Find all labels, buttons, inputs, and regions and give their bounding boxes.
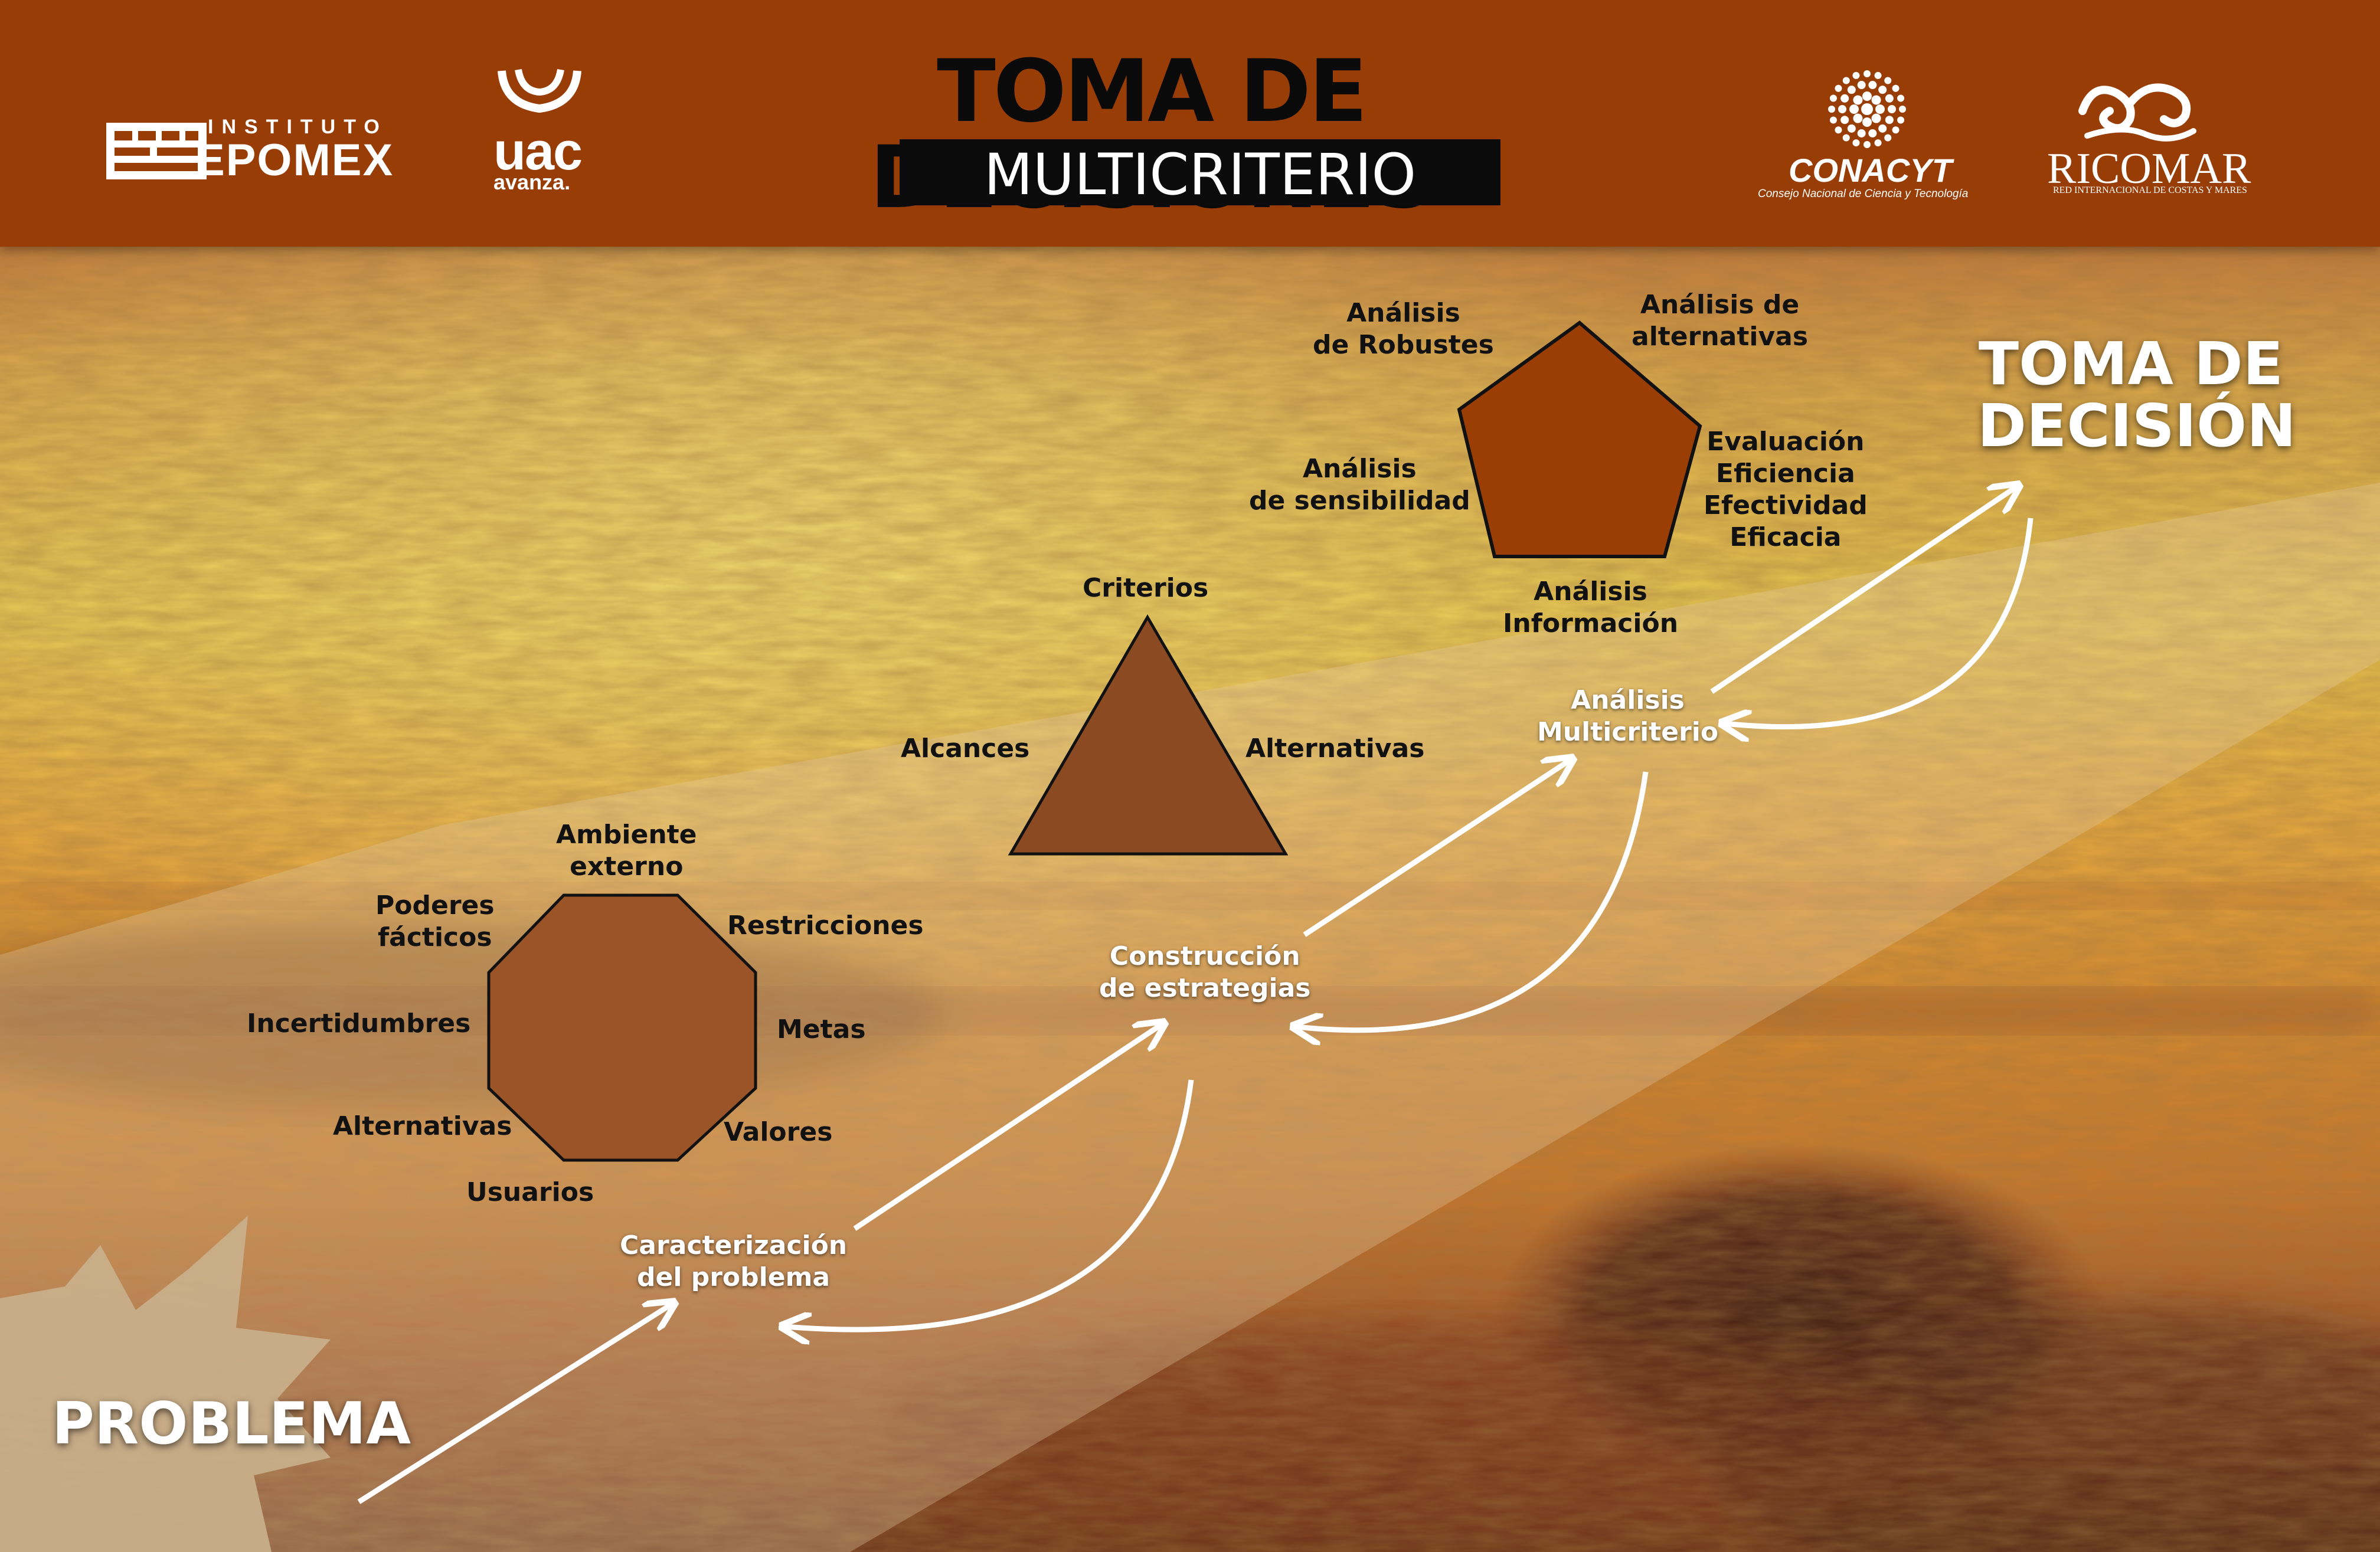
octagon-label-usuarios: Usuarios [466,1177,594,1207]
ricomar-wave-icon [2078,83,2196,142]
octagon-label-restricciones: Restricciones [727,911,924,941]
feedback-end-to-step3 [1725,518,2034,727]
epomex-main-text: EPOMEX [195,135,394,185]
conacyt-main-text: CONACYT [1789,152,1952,189]
triangle-shape [1008,614,1289,856]
triangle-label-alternativas: Alternativas [1245,734,1425,764]
uac-wave-icon [498,68,581,113]
octagon-label-alternativas: Alternativas [333,1111,512,1141]
octagon-label-metas: Metas [777,1014,866,1045]
epomex-top-text: INSTITUTO [208,116,388,138]
arrow-step2-to-step3 [1303,760,1570,937]
conacyt-flower-icon [1828,70,1906,148]
arrow-step3-to-end [1710,487,2016,694]
page-subtitle: MULTICRITERIO [983,142,1417,208]
ricomar-main-text: RICOMAR [2047,145,2251,193]
header-bar: INSTITUTO EPOMEX uac avanza. TOMA DE DEC… [0,0,2380,247]
arrow-problem-to-step1 [357,1304,672,1504]
epomex-mark-icon [106,123,207,179]
feedback-step3-to-step2 [1296,771,1649,1030]
pentagon-shape [1457,320,1702,558]
uac-main-text: uac [493,122,583,181]
octagon-shape [487,893,757,1162]
arrow-step1-to-step2 [853,1024,1162,1231]
sunset-background [0,247,2380,1552]
triangle-label-criterios: Criterios [1083,573,1209,603]
conacyt-sub-text: Consejo Nacional de Ciencia y Tecnología [1758,188,1969,200]
feedback-step2-to-step1 [785,1079,1194,1330]
octagon-label-valores: Valores [724,1117,833,1147]
subtitle-box [900,139,1500,205]
uac-sub-text: avanza. [493,170,571,194]
problem-starburst [0,1216,331,1552]
background-art [0,247,2380,1552]
triangle-label-alcances: Alcances [901,734,1030,764]
flow-start-problema: PROBLEMA [52,1390,411,1458]
octagon-label-incertidumbres: Incertidumbres [247,1009,471,1039]
ricomar-sub-text: RED INTERNACIONAL DE COSTAS Y MARES [2053,185,2247,195]
